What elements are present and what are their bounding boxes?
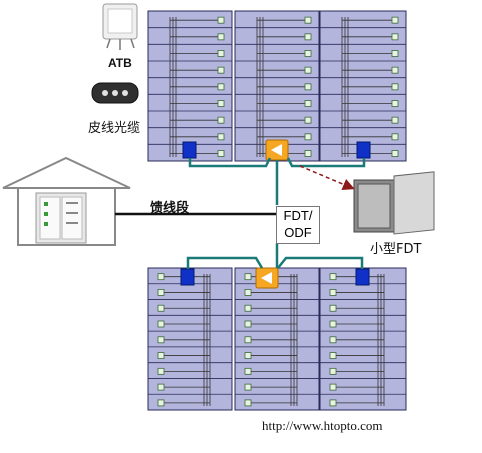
riser-port [355,268,370,286]
floor-outlet [329,336,337,344]
riser-port [356,141,371,159]
floor-outlet [304,83,312,91]
floor-outlet [157,320,165,328]
floor-outlet [244,399,252,407]
floor-outlet [391,116,399,124]
drop-cable-icon [91,82,139,104]
floor-outlet [244,289,252,296]
floor-outlet [244,367,252,375]
floor-outlet [329,273,337,281]
cable-lower-left [186,256,264,269]
atb-label: ATB [108,56,132,70]
atb-icon [102,3,138,50]
cable-layer [115,139,371,289]
lower-building-group [147,267,407,411]
floor-outlet [329,304,337,312]
floor-outlet [329,320,337,328]
floor-outlet [244,304,252,312]
floor-outlet [157,352,165,359]
floor-outlet [329,399,337,407]
cable-lower-right [277,256,364,269]
floor-outlet [157,336,165,344]
floor-outlet [304,133,312,141]
floor-outlet [157,289,165,296]
floor-outlet [391,16,399,24]
floor-outlet [217,16,225,24]
floor-outlet [157,399,165,407]
floor-outlet [157,383,165,391]
floor-outlet [217,100,225,107]
building-lower-right [319,267,407,411]
floor-outlet [391,33,399,41]
floor-outlet [157,273,165,281]
splitter-symbol [271,144,282,156]
floor-outlet [217,150,225,157]
floor-outlet [391,150,399,157]
feeder-segment-label: 馈线段 [150,201,190,216]
splitter-icon [255,267,279,289]
floor-outlet [304,33,312,41]
floor-outlet [391,83,399,91]
floor-outlet [329,367,337,375]
small-fdt-icon [353,171,435,235]
upper-building-group [147,10,407,162]
floor-outlet [304,50,312,57]
building-upper-middle [234,10,320,162]
cable-upper-right [286,157,366,168]
floor-outlet [244,383,252,391]
splitter-symbol [261,272,272,284]
riser-port [180,268,195,286]
floor-outlet [329,352,337,359]
odf-label: ODF [284,225,312,240]
floor-outlet [244,352,252,359]
floor-outlet [157,304,165,312]
fdt-odf-box: FDT/ ODF [276,206,320,244]
riser-port [182,141,197,159]
floor-outlet [391,66,399,74]
small-fdt-label: 小型FDT [370,242,422,257]
floor-outlet [391,50,399,57]
floor-outlet [329,383,337,391]
floor-outlet [304,150,312,157]
floor-outlet [217,66,225,74]
website-url: http://www.htopto.com [262,418,383,433]
floor-outlet [304,116,312,124]
building-upper-right [319,10,407,162]
floor-outlet [304,16,312,24]
building-upper-left [147,10,233,162]
floor-outlet [244,273,252,281]
floor-outlet [391,100,399,107]
floor-outlet [217,50,225,57]
fdt-label: FDT/ [283,208,313,223]
floor-outlet [157,367,165,375]
cable-upper-left [188,157,272,168]
splitter-icon [265,139,289,161]
dashed-arrow [299,165,355,191]
floor-outlet [217,33,225,41]
building-lower-left [147,267,233,411]
house-icon [2,156,131,246]
floor-outlet [304,66,312,74]
floor-outlet [244,320,252,328]
floor-outlet [329,289,337,296]
drop-cable-label: 皮线光缆 [88,121,141,136]
floor-outlet [244,336,252,344]
floor-outlet [217,133,225,141]
floor-outlet [217,116,225,124]
floor-outlet [391,133,399,141]
floor-outlet [304,100,312,107]
floor-outlet [217,83,225,91]
home-cabinet-icon [35,192,87,244]
building-lower-middle [234,267,320,411]
